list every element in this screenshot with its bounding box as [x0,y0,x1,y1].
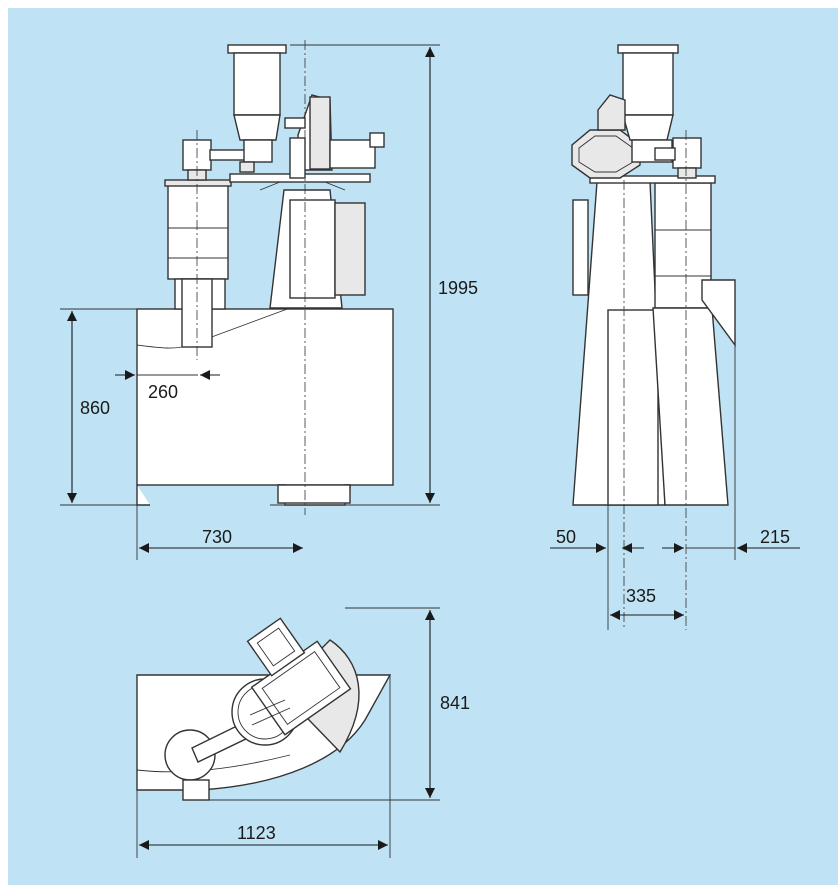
front-left-column [167,184,229,280]
dim-260: 260 [115,370,220,402]
label-260: 260 [148,382,178,402]
dim-335: 335 [610,586,684,620]
label-1123: 1123 [237,823,276,843]
side-hopper-rim [617,44,679,54]
dim-730: 730 [136,505,303,560]
dim-side-bottom: 50 215 [550,345,800,630]
side-plate [589,175,716,184]
dim-841: 841 [195,607,470,801]
dim-1123: 1123 [136,675,391,858]
side-left-box [572,199,589,296]
side-rotor-housing [571,129,641,179]
front-body [136,308,394,486]
front-outlet-box [277,484,351,504]
label-730: 730 [202,527,232,547]
plan-drive-motor [246,617,306,677]
label-1995: 1995 [438,278,478,298]
side-view [571,44,736,630]
front-hopper [233,52,281,116]
label-860: 860 [80,398,110,418]
side-right-motor [672,137,702,169]
front-hopper-rim [227,44,287,54]
plan-view [136,617,392,801]
front-view [136,40,394,515]
front-tower-side-box [334,202,366,296]
dim-1995: 1995 [290,44,478,506]
dim-860: 860 [60,308,137,506]
front-foot-left [136,485,150,506]
label-50: 50 [556,527,576,547]
label-841: 841 [440,693,470,713]
label-335: 335 [626,586,656,606]
side-hopper [622,52,674,116]
side-right-lower [652,307,729,506]
front-drive-motor [329,139,376,169]
label-215: 215 [760,527,790,547]
